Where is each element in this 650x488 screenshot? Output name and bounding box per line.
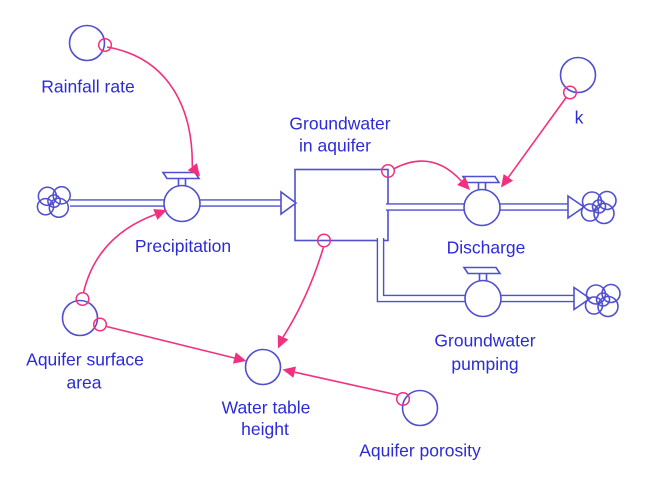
valve-discharge[interactable] [462, 175, 501, 227]
influence-arrowhead [277, 334, 289, 349]
connection-ring-stock-bottom[interactable] [316, 233, 332, 248]
connector-stock-to-discharge[interactable] [394, 160, 462, 182]
connector-aquifer-surface-area-to-precipitation[interactable] [82, 213, 156, 293]
label-pumping-line1: Groundwater [434, 331, 535, 351]
connection-ring-stock-top-right[interactable] [380, 163, 396, 179]
connector-rainfall-rate-to-precipitation[interactable] [106, 46, 194, 167]
connection-ring-aquifer-surface-area-right[interactable] [92, 317, 108, 332]
label-water-table-line2: height [241, 419, 289, 439]
label-stock-line2: in aquifer [299, 136, 371, 156]
influence-arrowhead [232, 352, 247, 364]
flow-pipe-groundwater-pumping[interactable] [376, 238, 577, 303]
label-stock-line1: Groundwater [289, 114, 390, 134]
connector-aquifer-porosity-to-water-table-height[interactable] [294, 371, 398, 396]
connection-ring-rainfall-rate[interactable] [97, 37, 113, 53]
cloud-sink-discharge[interactable] [580, 190, 617, 225]
label-precipitation: Precipitation [135, 236, 231, 256]
label-water-table-line1: Water table [222, 398, 311, 418]
connection-ring-aquifer-porosity[interactable] [395, 391, 411, 407]
label-aquifer-porosity: Aquifer porosity [359, 441, 481, 461]
influence-arrowhead [457, 176, 470, 190]
converter-aquifer-surface-area[interactable] [61, 299, 99, 337]
cloud-source-precipitation[interactable] [36, 186, 71, 218]
converter-aquifer-porosity[interactable] [401, 389, 439, 427]
label-discharge: Discharge [447, 238, 526, 258]
connector-k-to-discharge[interactable] [507, 96, 568, 178]
converter-k[interactable] [559, 56, 597, 94]
influence-arrowhead [501, 173, 514, 188]
valve-groundwater-pumping[interactable] [463, 266, 502, 318]
converter-water-table-height[interactable] [244, 348, 282, 386]
influence-arrowhead [153, 209, 167, 220]
flow-arrowhead-pumping [573, 285, 592, 312]
influence-arrowhead [282, 366, 296, 378]
flow-arrowhead-into-stock [280, 190, 298, 216]
label-aquifer-surface-line2: area [66, 373, 101, 393]
label-pumping-line2: pumping [451, 354, 518, 374]
converter-rainfall-rate[interactable] [68, 24, 106, 62]
connector-aquifer-surface-area-to-water-table-height[interactable] [106, 325, 235, 359]
valve-precipitation[interactable] [162, 171, 201, 223]
connector-stock-to-water-table-height[interactable] [282, 246, 325, 338]
connection-ring-aquifer-surface-area-top[interactable] [75, 291, 90, 307]
stock-groundwater-in-aquifer[interactable] [294, 168, 389, 242]
cloud-sink-pumping[interactable] [584, 283, 621, 318]
flow-arrowhead-discharge [567, 194, 586, 220]
label-k: k [575, 108, 584, 128]
connection-ring-k[interactable] [562, 85, 578, 100]
influence-arrowhead [187, 163, 200, 177]
label-rainfall-rate: Rainfall rate [41, 77, 134, 97]
label-aquifer-surface-line1: Aquifer surface [26, 350, 144, 370]
